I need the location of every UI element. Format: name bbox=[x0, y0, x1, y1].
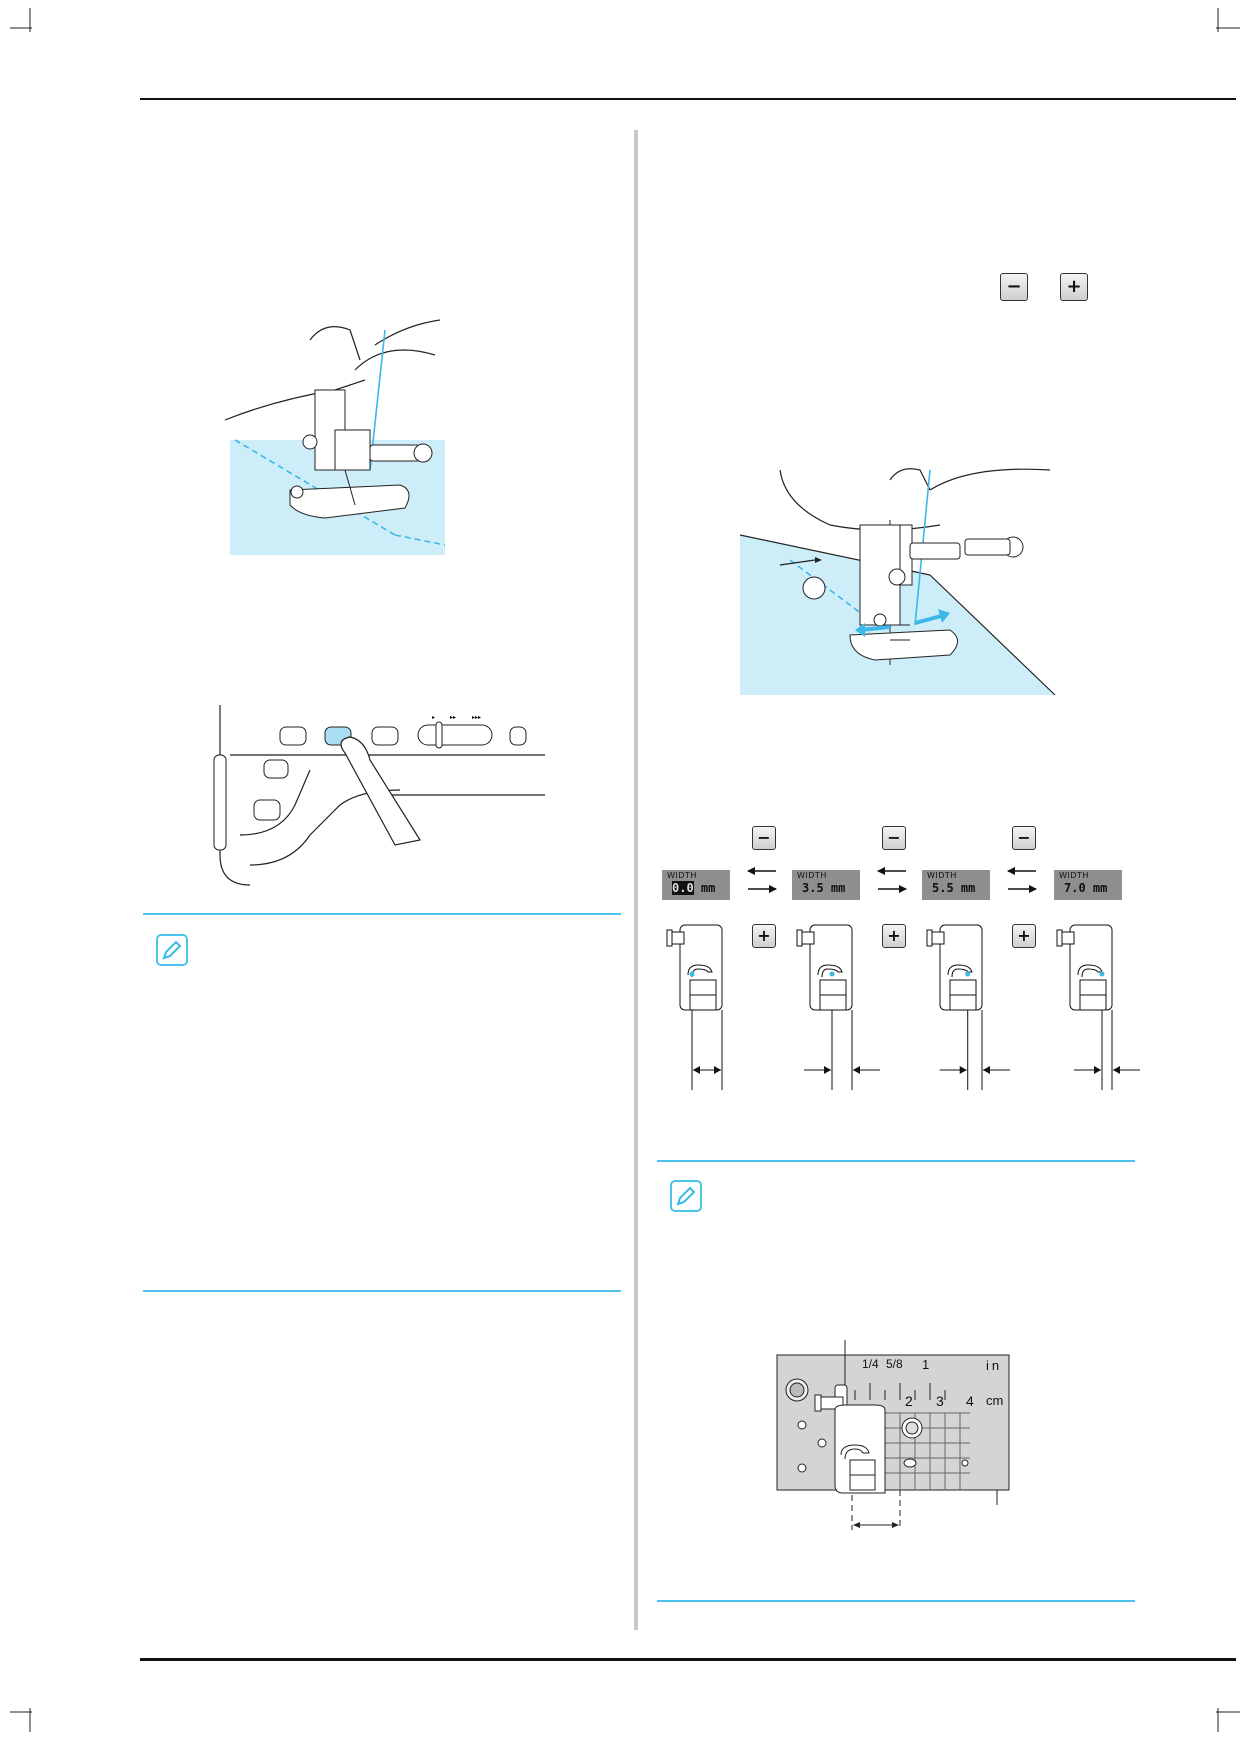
memo-top-rule bbox=[143, 913, 621, 915]
header-rule bbox=[140, 98, 1236, 100]
width-plus-key-2[interactable]: + bbox=[882, 924, 906, 948]
arrow-increase-1 bbox=[878, 885, 907, 893]
svg-text:▸: ▸ bbox=[432, 714, 435, 721]
memo2-bottom-rule bbox=[657, 1600, 1135, 1602]
arrow-decrease-2 bbox=[1007, 867, 1036, 875]
arrow-increase-2 bbox=[1008, 885, 1037, 893]
width-minus-key-2[interactable]: − bbox=[882, 826, 906, 850]
presser-foot-3 bbox=[1056, 924, 1140, 1090]
memo-pencil-icon bbox=[156, 934, 188, 966]
width-plus-key-1[interactable]: + bbox=[752, 924, 776, 948]
width-minus-key-3[interactable]: − bbox=[1012, 826, 1036, 850]
cm-mark-4: 4 bbox=[966, 1393, 974, 1409]
width-display-2: WIDTH 5.5 mm bbox=[922, 870, 990, 900]
cm-mark-2: 2 bbox=[905, 1393, 913, 1409]
inch-mark-one: 1 bbox=[922, 1357, 930, 1372]
column-divider bbox=[634, 130, 638, 1630]
width-display-3: WIDTH 7.0 mm bbox=[1054, 870, 1122, 900]
memo2-top-rule bbox=[657, 1160, 1135, 1162]
width-plus-key[interactable]: + bbox=[1060, 273, 1088, 301]
sequence-arrows bbox=[747, 867, 1037, 893]
presser-foot-2 bbox=[926, 924, 1010, 1090]
illustration-needle-position bbox=[739, 468, 1056, 696]
inch-unit: in bbox=[986, 1358, 1003, 1373]
inch-mark-five-eighths: 5/8 bbox=[886, 1357, 903, 1371]
presser-foot-1 bbox=[796, 924, 880, 1090]
illustration-presser-foot-sewing bbox=[224, 319, 446, 555]
presser-foot-0 bbox=[666, 924, 723, 1090]
width-display-1: WIDTH 3.5 mm bbox=[792, 870, 860, 900]
svg-text:▸▸: ▸▸ bbox=[450, 714, 456, 721]
memo2-pencil-icon bbox=[670, 1180, 702, 1212]
width-display-0: WIDTH 0.0 mm bbox=[662, 870, 730, 900]
cm-mark-3: 3 bbox=[936, 1393, 944, 1409]
presser-foot-diagrams bbox=[666, 924, 1140, 1090]
cm-unit: cm bbox=[986, 1393, 1004, 1408]
inch-mark-quarter: 1/4 bbox=[862, 1357, 879, 1371]
width-minus-key[interactable]: − bbox=[1000, 273, 1028, 301]
arrow-decrease-1 bbox=[877, 867, 906, 875]
arrow-increase-0 bbox=[748, 885, 777, 893]
svg-text:▸▸▸: ▸▸▸ bbox=[472, 714, 481, 721]
memo-bottom-rule bbox=[143, 1290, 621, 1292]
illustration-control-panel-button: ▸ ▸▸ ▸▸▸ bbox=[213, 705, 545, 886]
width-minus-key-1[interactable]: − bbox=[752, 826, 776, 850]
arrow-decrease-0 bbox=[747, 867, 776, 875]
needle-plate-graphic bbox=[776, 1340, 1010, 1530]
width-plus-key-3[interactable]: + bbox=[1012, 924, 1036, 948]
footer-rule bbox=[140, 1658, 1236, 1661]
